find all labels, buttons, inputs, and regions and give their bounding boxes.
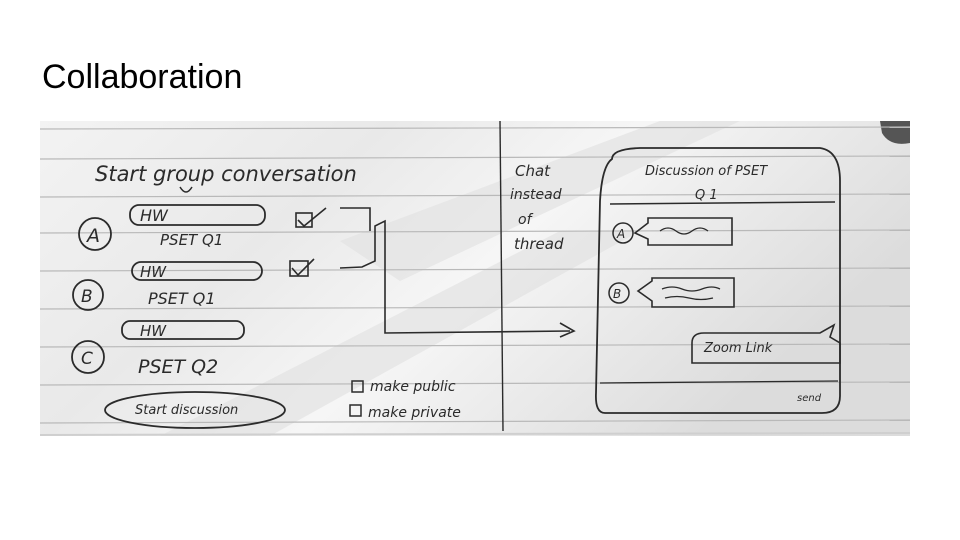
discussion-panel xyxy=(595,147,841,414)
subtitle-a: PSET Q1 xyxy=(160,231,223,249)
marker-c-label: C xyxy=(81,349,93,369)
zoom-link-bubble xyxy=(691,323,841,364)
start-discussion-label: Start discussion xyxy=(135,403,238,418)
marker-b-label: B xyxy=(81,287,93,307)
side-note-line4: thread xyxy=(514,235,564,253)
marker-b-circle xyxy=(72,279,104,311)
option-public-label: make public xyxy=(370,379,456,395)
arrow-head xyxy=(559,322,576,338)
tag-c-box xyxy=(121,320,245,340)
panel-avatar-a-label: A xyxy=(616,227,625,241)
start-discussion-button xyxy=(104,391,286,429)
shadow-stripe xyxy=(340,121,740,281)
checkmark-b xyxy=(291,258,315,277)
tag-a-box xyxy=(129,204,266,226)
ruled-lines xyxy=(40,126,910,424)
side-note-line3: of xyxy=(518,212,534,228)
message-scribble-b xyxy=(661,286,721,301)
panel-avatar-b xyxy=(608,282,630,304)
tag-a-label: HW xyxy=(140,206,169,225)
checkmark-a xyxy=(297,207,327,228)
subtitle-b: PSET Q1 xyxy=(148,289,216,308)
side-note-line1: Chat xyxy=(515,162,551,180)
subtitle-c: PSET Q2 xyxy=(138,356,218,378)
tag-b-box xyxy=(131,261,263,281)
checkbox-b xyxy=(289,260,309,277)
panel-avatar-b-label: B xyxy=(613,287,621,301)
sketch-heading: Start group conversation xyxy=(95,162,357,186)
column-divider xyxy=(499,121,504,432)
side-note-line2: instead xyxy=(510,187,562,203)
message-bubble-b xyxy=(636,277,735,308)
panel-subtitle: Q 1 xyxy=(695,188,718,203)
panel-input-rule xyxy=(599,380,839,384)
page-edge xyxy=(40,432,910,436)
sketch-image: Start group conversation A HW PSET Q1 B … xyxy=(40,121,910,436)
selection-bracket xyxy=(339,207,571,334)
option-public-checkbox xyxy=(351,380,364,393)
message-bubble-a xyxy=(633,217,733,246)
panel-avatar-a xyxy=(612,222,634,244)
tag-c-label: HW xyxy=(140,322,167,340)
option-private-checkbox xyxy=(349,404,362,417)
send-label: send xyxy=(797,393,822,404)
zoom-link-label: Zoom Link xyxy=(703,341,773,356)
message-scribble-a xyxy=(659,227,709,235)
marker-a-circle xyxy=(78,217,112,251)
panel-title: Discussion of PSET xyxy=(645,164,768,179)
tag-b-label: HW xyxy=(140,263,167,281)
slide-title: Collaboration xyxy=(42,58,243,96)
option-private-label: make private xyxy=(368,405,461,421)
marker-a-label: A xyxy=(85,225,100,247)
marker-c-circle xyxy=(71,340,105,374)
heading-underline xyxy=(179,186,193,193)
panel-header-rule xyxy=(609,201,836,205)
